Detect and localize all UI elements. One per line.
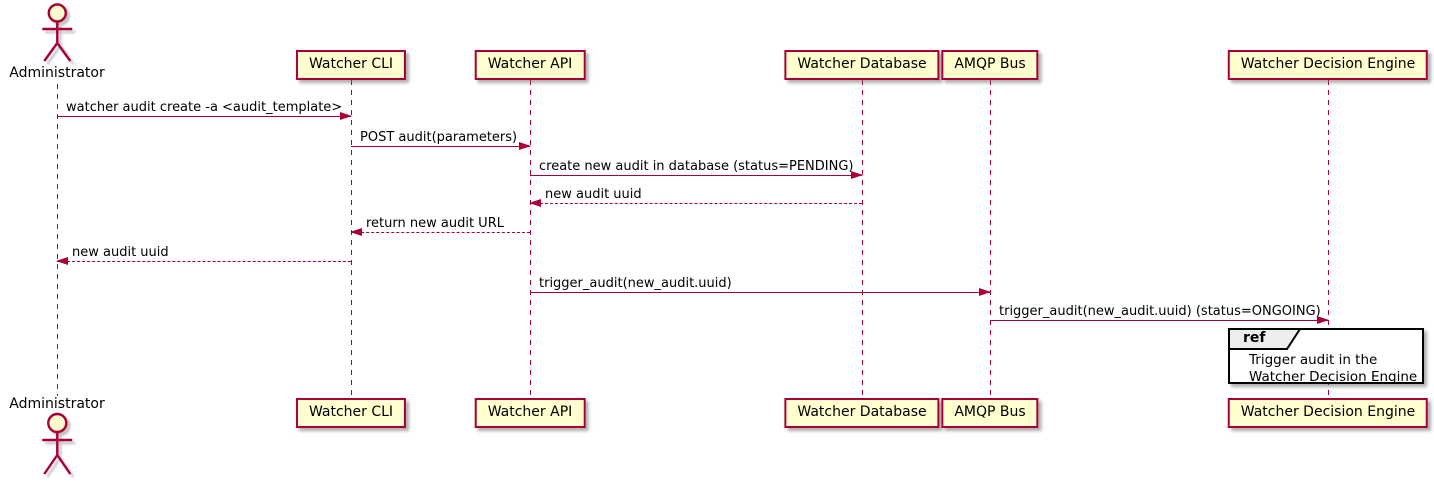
lifeline-watcher-decision-engine <box>1328 80 1329 398</box>
arrowhead-icon <box>851 171 863 179</box>
participant-bottom-watcher-cli: Watcher CLI <box>295 398 407 428</box>
actor-administrator-bottom: Administrator <box>9 396 105 478</box>
participant-bottom-amqp-bus: AMQP Bus <box>941 398 1039 428</box>
actor-administrator-top: Administrator <box>9 3 105 81</box>
ref-tab-shape <box>1228 328 1302 350</box>
lifeline-watcher-database <box>862 80 863 398</box>
lifeline-amqp-bus <box>990 80 991 398</box>
ref-fragment: ref Trigger audit in the Watcher Decisio… <box>1228 328 1424 386</box>
lifeline-watcher-cli <box>351 80 352 398</box>
participant-top-watcher-database: Watcher Database <box>784 50 940 80</box>
ref-keyword: ref <box>1243 330 1266 346</box>
participant-bottom-watcher-database: Watcher Database <box>784 398 940 428</box>
ref-content: Trigger audit in the Watcher Decision En… <box>1249 352 1417 386</box>
message-1: watcher audit create -a <audit_template> <box>57 100 352 120</box>
message-7: trigger_audit(new_audit.uuid) <box>530 276 991 296</box>
message-label: trigger_audit(new_audit.uuid) <box>539 276 732 291</box>
message-5: return new audit URL <box>350 216 530 236</box>
ref-text-line: Trigger audit in the <box>1249 352 1378 368</box>
message-label: watcher audit create -a <audit_template> <box>66 100 343 115</box>
ref-tab: ref <box>1228 328 1302 350</box>
participant-top-watcher-api: Watcher API <box>474 50 586 80</box>
participant-bottom-watcher-decision-engine: Watcher Decision Engine <box>1227 398 1429 428</box>
arrowhead-icon <box>979 288 991 296</box>
message-8: trigger_audit(new_audit.uuid) (status=ON… <box>990 304 1329 324</box>
actor-icon <box>42 3 72 62</box>
participant-top-watcher-cli: Watcher CLI <box>295 50 407 80</box>
message-6: new audit uuid <box>56 245 351 265</box>
message-label: POST audit(parameters) <box>360 130 518 145</box>
arrowhead-icon <box>519 142 531 150</box>
arrowhead-icon <box>56 257 68 265</box>
message-label: create new audit in database (status=PEN… <box>539 159 854 174</box>
lifeline-watcher-api <box>530 80 531 398</box>
message-4: new audit uuid <box>529 187 862 207</box>
message-label: new audit uuid <box>72 245 169 260</box>
actor-label: Administrator <box>9 65 105 81</box>
actor-label: Administrator <box>9 396 105 412</box>
participant-top-watcher-decision-engine: Watcher Decision Engine <box>1227 50 1429 80</box>
participant-top-amqp-bus: AMQP Bus <box>941 50 1039 80</box>
arrowhead-icon <box>1317 316 1329 324</box>
message-3: create new audit in database (status=PEN… <box>530 159 863 179</box>
arrowhead-icon <box>350 228 362 236</box>
message-2: POST audit(parameters) <box>351 130 531 150</box>
message-label: new audit uuid <box>545 187 642 202</box>
arrowhead-icon <box>529 199 541 207</box>
participant-bottom-watcher-api: Watcher API <box>474 398 586 428</box>
message-label: trigger_audit(new_audit.uuid) (status=ON… <box>999 304 1321 319</box>
message-label: return new audit URL <box>366 216 504 231</box>
lifeline-administrator <box>57 84 58 397</box>
actor-icon <box>42 412 72 475</box>
ref-text-line: Watcher Decision Engine <box>1249 369 1418 385</box>
arrowhead-icon <box>340 112 352 120</box>
